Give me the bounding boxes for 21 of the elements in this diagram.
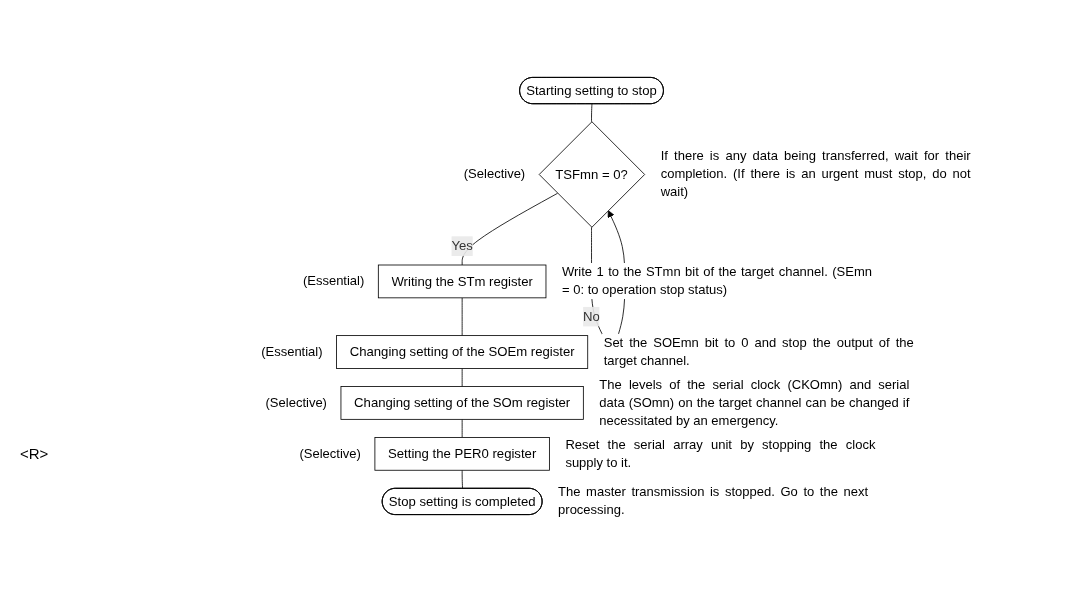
step-condition-text: (Selective) xyxy=(265,393,327,412)
revision-mark: <R> xyxy=(20,444,49,463)
node-box: Changing setting of the SOEm register xyxy=(336,335,589,369)
node-box: Changing setting of the SOm register xyxy=(340,386,584,420)
step-condition-text: (Essential) xyxy=(261,343,323,361)
connector xyxy=(591,103,593,123)
connector xyxy=(461,469,463,490)
node-box: Writing the STm register xyxy=(377,264,547,299)
connector xyxy=(461,418,463,438)
edge-label: No xyxy=(583,309,600,324)
node-diamond: TSFmn = 0? xyxy=(538,121,646,228)
connector xyxy=(461,297,463,337)
step-note: Set the SOEmn bit to 0 and stop the output of the target channel. xyxy=(601,334,916,370)
node-box: Setting the PER0 register xyxy=(374,437,550,471)
step-condition-text: (Selective) xyxy=(463,165,526,184)
step-condition-text: (Selective) xyxy=(299,444,361,463)
step-note: Write 1 to the STmn bit of the target channel. (SEmn = 0: to operation stop status) xyxy=(559,263,874,300)
connector xyxy=(461,192,558,266)
connector xyxy=(461,368,463,387)
edge-label: Yes xyxy=(451,238,473,253)
step-condition-text: (Essential) xyxy=(302,272,365,291)
